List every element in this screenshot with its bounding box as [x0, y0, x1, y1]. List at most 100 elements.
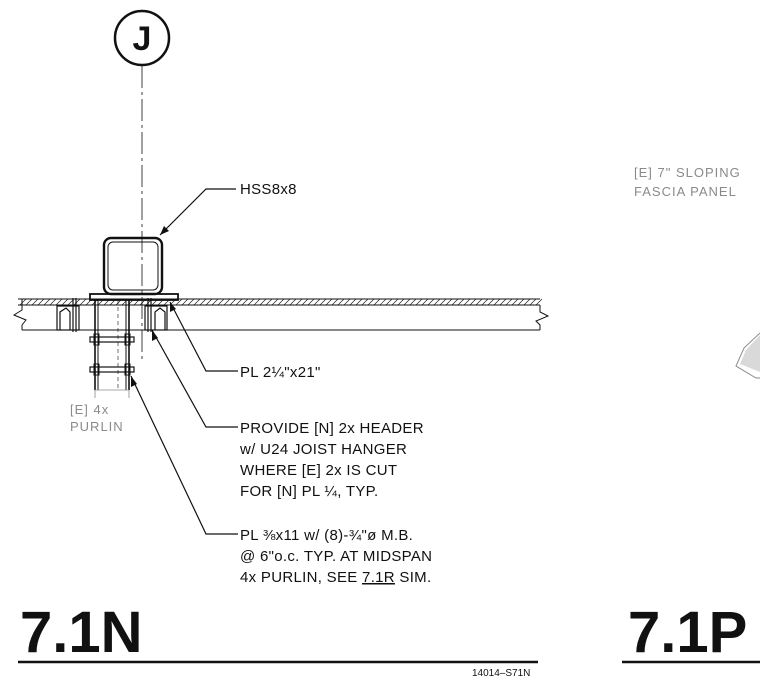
deck-hatch-line [325, 298, 333, 306]
column-note: HSS8x8 [240, 181, 297, 198]
deck-hatch-line [277, 298, 285, 306]
deck-hatch-line [229, 298, 237, 306]
deck-hatch-line [265, 298, 273, 306]
deck-hatch-line [379, 298, 387, 306]
leader-column-arrow [160, 226, 169, 235]
deck-hatch-line [193, 298, 201, 306]
deck-hatch-line [469, 298, 477, 306]
deck-hatch-line [247, 298, 255, 306]
leader-header-arrow [152, 330, 158, 341]
deck-hatch-line [289, 298, 297, 306]
deck-hatch-line [355, 298, 363, 306]
fascia-label-line-1: [E] 7" SLOPING [634, 165, 741, 180]
deck-hatch-line [25, 298, 33, 306]
deck-hatch-line [385, 298, 393, 306]
deck-hatch-line [493, 298, 501, 306]
leader-header [151, 329, 238, 428]
deck-hatch-line [523, 298, 531, 306]
grid-bubble: J [113, 9, 171, 67]
deck-hatch-line [439, 298, 447, 306]
deck-hatch-line [361, 298, 369, 306]
purlin-label-line-1: [E] 4x [70, 402, 109, 417]
purlin-side-plates [94, 300, 130, 391]
deck-hatch-line [217, 298, 225, 306]
purlin-label-line-2: PURLIN [70, 419, 124, 434]
joist-hanger-left [56, 298, 80, 332]
header-note-line-4: FOR [N] PL ¼, TYP. [240, 483, 379, 500]
detail-reference-link[interactable]: 7.1R [362, 569, 395, 586]
deck-hatch-line [43, 298, 51, 306]
deck-hatch-line [295, 298, 303, 306]
fascia-panel-fragment [735, 332, 760, 379]
deck-hatch-line [403, 298, 411, 306]
deck-hatch-line [223, 298, 231, 306]
deck-hatch-line [505, 298, 513, 306]
deck-hatch-line [271, 298, 279, 306]
leader-side-plates-arrow [131, 376, 137, 387]
deck-hatch-line [415, 298, 423, 306]
deck-hatch-line [445, 298, 453, 306]
deck-hatch-line [529, 298, 537, 306]
header-note-line-3: WHERE [E] 2x IS CUT [240, 462, 397, 479]
side-plates-note-line-1: PL ⅜x11 w/ (8)-¾"ø M.B. [240, 527, 413, 544]
hss-column [102, 236, 164, 296]
leader-plate-arrow [170, 302, 176, 312]
deck-hatch-line [253, 298, 261, 306]
side-plates-note-line-2: @ 6"o.c. TYP. AT MIDSPAN [240, 548, 432, 565]
fascia-label-line-2: FASCIA PANEL [634, 184, 737, 199]
deck-hatch-line [427, 298, 435, 306]
deck-hatch-line [55, 298, 63, 306]
deck-hatch-line [487, 298, 495, 306]
leader-column [159, 188, 236, 236]
leader-plate [169, 301, 238, 372]
drawing-number: 14014–S71N [472, 668, 530, 679]
deck-hatch-line [511, 298, 519, 306]
deck-hatch-line [313, 298, 321, 306]
deck-hatch-line [259, 298, 267, 306]
deck-hatch-line [367, 298, 375, 306]
deck-hatch-line [349, 298, 357, 306]
deck-hatch-line [61, 298, 69, 306]
machine-bolt-upper [89, 333, 135, 346]
detail-title-right: 7.1P [628, 600, 747, 665]
deck-hatch-line [37, 298, 45, 306]
deck-hatch-line [235, 298, 243, 306]
deck-hatch-line [79, 298, 87, 306]
deck-hatch-line [19, 298, 27, 306]
plate-note: PL 2¼"x21" [240, 364, 321, 381]
deck-hatch-line [73, 298, 81, 306]
header-note-line-2: w/ U24 JOIST HANGER [239, 441, 407, 458]
deck-hatch-line [343, 298, 351, 306]
grid-bubble-label: J [133, 20, 152, 58]
deck-hatch-line [175, 298, 183, 306]
deck-hatch-line [463, 298, 471, 306]
deck-hatch-line [187, 298, 195, 306]
deck-hatch-line [397, 298, 405, 306]
deck-hatch-line [457, 298, 465, 306]
deck-hatch-line [373, 298, 381, 306]
deck-hatch-line [499, 298, 507, 306]
detail-title-left: 7.1N [20, 600, 143, 665]
deck-hatch-line [517, 298, 525, 306]
deck-hatch-line [391, 298, 399, 306]
machine-bolt-lower [89, 363, 135, 376]
deck-hatch-line [301, 298, 309, 306]
deck-hatch-line [451, 298, 459, 306]
deck-hatch-line [181, 298, 189, 306]
deck-hatch-line [475, 298, 483, 306]
deck-hatch-line [319, 298, 327, 306]
deck-hatch-line [331, 298, 339, 306]
deck-hatch-line [241, 298, 249, 306]
deck-hatch-line [199, 298, 207, 306]
deck-hatch-line [481, 298, 489, 306]
deck-hatch-line [433, 298, 441, 306]
deck-hatch-line [409, 298, 417, 306]
deck-hatch-line [421, 298, 429, 306]
joist-hanger-right [144, 298, 168, 332]
leader-side-plates [130, 375, 238, 535]
deck-hatch-line [49, 298, 57, 306]
deck-hatch-line [337, 298, 345, 306]
deck-hatch-line [535, 298, 543, 306]
deck-hatch-line [31, 298, 39, 306]
